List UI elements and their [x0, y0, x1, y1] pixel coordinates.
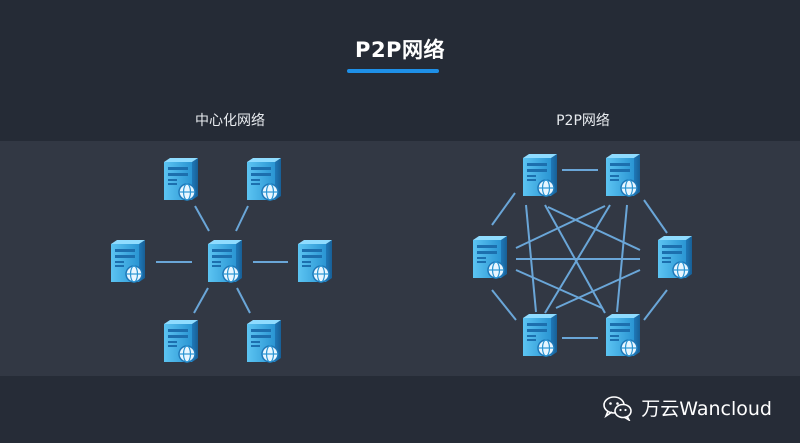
title-underline	[347, 69, 439, 73]
p2p-network-label: P2P网络	[556, 113, 610, 129]
watermark: 万云Wancloud	[603, 394, 772, 421]
server-icon	[163, 319, 199, 363]
server-icon	[297, 239, 333, 283]
p2p-links	[491, 169, 668, 339]
server-icon	[246, 157, 282, 201]
hub-server-icon	[207, 239, 243, 283]
footer-band	[0, 376, 800, 443]
server-icon	[163, 157, 199, 201]
server-icon	[110, 239, 146, 283]
centralized-network-label: 中心化网络	[195, 113, 265, 129]
server-icon	[657, 235, 693, 279]
centralized-servers	[110, 157, 333, 363]
watermark-text: 万云Wancloud	[641, 398, 772, 420]
server-icon	[522, 153, 558, 197]
server-icon	[605, 313, 641, 357]
page-title: P2P网络	[355, 38, 445, 62]
centralized-links	[156, 205, 288, 314]
server-icon	[472, 235, 508, 279]
wechat-icon	[603, 395, 633, 421]
server-icon	[246, 319, 282, 363]
server-icon	[605, 153, 641, 197]
p2p-servers	[472, 153, 693, 357]
server-icon	[522, 313, 558, 357]
